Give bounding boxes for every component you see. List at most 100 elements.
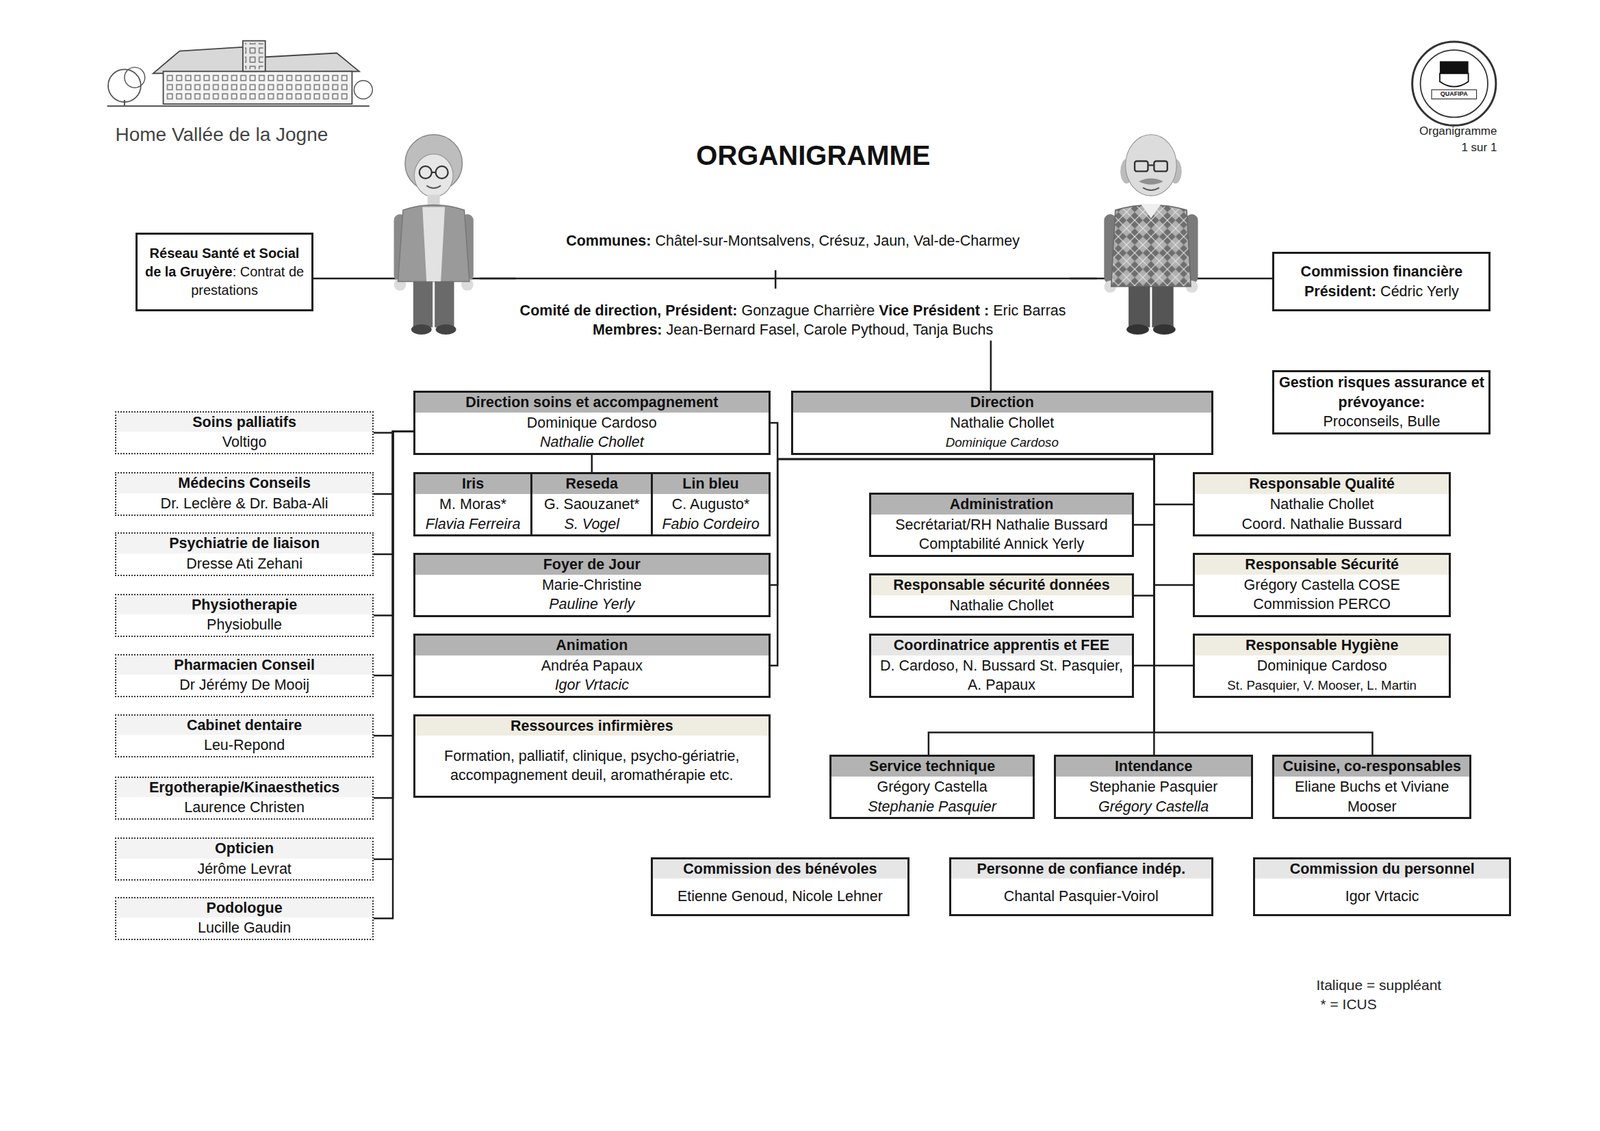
header-band: Médecins Conseils <box>116 473 372 494</box>
man-figure-part <box>1138 178 1164 185</box>
box-body: Marie-ChristinePauline Yerly <box>415 574 769 616</box>
home-logo-building <box>107 41 373 107</box>
box-heading: Podologue <box>206 899 283 917</box>
text-line: Stephanie Pasquier <box>1060 777 1247 798</box>
text-line: Igor Vrtacic <box>419 675 765 696</box>
commission-box: Commission du personnelIgor Vrtacic <box>1253 857 1512 917</box>
man-figure-part <box>1140 203 1162 219</box>
header-band: Ressources infirmières <box>415 716 769 737</box>
unit-box: ResedaG. Saouzanet*S. Vogel <box>530 472 653 537</box>
text-line: Coord. Nathalie Bussard <box>1198 514 1445 535</box>
box-text: Dominique Cardoso <box>526 414 657 432</box>
text-line: S. Vogel <box>536 514 647 535</box>
header-band: Responsable Sécurité <box>1194 555 1449 575</box>
text-line: Président:Cédric Yerly <box>1278 281 1485 302</box>
home-logo-building-part <box>165 73 351 102</box>
service-box: AdministrationSecrétariat/RH Nathalie Bu… <box>869 492 1134 558</box>
box-body: Réseau Santé et Social de la Gruyère: Co… <box>137 234 311 310</box>
box-text: C. Augusto* <box>672 496 751 513</box>
box-body: Leu-Repond <box>116 734 372 757</box>
service-box: Cuisine, co-responsablesEliane Buchs et … <box>1272 754 1472 820</box>
box-body: Chantal Pasquier-Voirol <box>951 878 1212 915</box>
box-text: Membres: <box>592 321 663 339</box>
box-text: Coord. Nathalie Bussard <box>1242 515 1403 533</box>
text-line: Commission financière <box>1278 262 1485 282</box>
box-heading: Cuisine, co-responsables <box>1283 758 1462 775</box>
header-band: Administration <box>871 494 1132 515</box>
box-heading: Iris <box>461 475 484 493</box>
box-text: Dr. Leclère & Dr. Baba-Ali <box>160 495 329 512</box>
box-heading: Opticien <box>214 840 274 857</box>
woman-figure-part <box>434 281 454 328</box>
text-line: Flavia Ferreira <box>419 514 527 535</box>
unit-box: Iris M. Moras*Flavia Ferreira <box>413 472 533 537</box>
box-text: Voltigo <box>222 433 267 451</box>
box-body: Dominique CardosoSt. Pasquier, V. Mooser… <box>1194 655 1449 696</box>
header-band: Commission du personnel <box>1255 859 1509 880</box>
text-line: Nathalie Chollet <box>875 596 1128 616</box>
box-heading: Direction <box>970 394 1035 411</box>
box-heading: Physiotherapie <box>191 596 298 614</box>
box-text: Pauline Yerly <box>548 596 635 613</box>
box-body: Nathalie CholletDominique Cardoso <box>793 412 1212 454</box>
box-text: Marie-Christine <box>542 576 642 594</box>
box-text: D. Cardoso, N. Bussard St. Pasquier, A. … <box>880 657 1124 694</box>
quality-seal-part <box>1439 73 1469 87</box>
service-box: IntendanceStephanie PasquierGrégory Cast… <box>1053 754 1254 820</box>
box-heading: Médecins Conseils <box>177 474 311 492</box>
woman-figure <box>394 134 474 335</box>
text-line: C. Augusto* <box>656 494 764 515</box>
text-line: Proconseils, Bulle <box>1278 411 1485 432</box>
man-figure-part <box>1126 324 1150 335</box>
text-line: Eliane Buchs et Viviane Mooser <box>1278 777 1466 817</box>
header-band: Cuisine, co-responsables <box>1274 756 1470 777</box>
box-text: Gonzague Charrière <box>741 302 875 319</box>
box-text: Grégory Castella <box>876 778 987 796</box>
box-text: Eliane Buchs et Viviane Mooser <box>1294 778 1450 816</box>
text-line: Fabio Cordeiro <box>656 514 764 535</box>
box-text: Cédric Yerly <box>1380 283 1460 300</box>
header-band: Podologue <box>116 898 372 919</box>
header-band: Direction soins et accompagnement <box>415 392 769 413</box>
box-text: Jérôme Levrat <box>197 860 291 878</box>
box-body: Jérôme Levrat <box>116 858 372 881</box>
box-heading: Commission des bénévoles <box>682 860 877 878</box>
box-text: Commission PERCO <box>1253 596 1391 613</box>
header-band: Animation <box>415 635 769 656</box>
text-line: Voltigo <box>120 432 368 453</box>
quality-seal-part <box>1431 89 1477 99</box>
connector-line <box>1153 455 1193 505</box>
box-text: Vice Président : <box>878 302 989 319</box>
text-line: St. Pasquier, V. Mooser, L. Martin <box>1198 675 1445 696</box>
connector-line <box>1133 455 1155 666</box>
box-body: G. Saouzanet* S. Vogel <box>532 494 651 535</box>
woman-figure-part <box>431 171 436 174</box>
box-text: G. Saouzanet* <box>544 496 640 513</box>
text-line: Marie-Christine <box>419 575 765 596</box>
header-band: Personne de confiance indép. <box>951 859 1212 880</box>
box-heading: Service technique <box>869 758 996 775</box>
box-body: Eliane Buchs et Viviane Mooser <box>1274 776 1470 818</box>
connector-line <box>770 455 1155 586</box>
header-band: Commission des bénévoles <box>652 859 907 880</box>
box-text: Grégory Castella <box>1098 798 1209 816</box>
box-body: Grégory Castella COSECommission PERCO <box>1194 574 1449 616</box>
box-body: Voltigo <box>116 431 372 454</box>
external-partner-box: Ergotherapie/KinaestheticsLaurence Chris… <box>114 776 373 820</box>
box-text: S. Vogel <box>564 515 620 533</box>
man-figure-part <box>1153 161 1167 172</box>
box-text: M. Moras* <box>439 496 507 513</box>
box-body: C. Augusto*Fabio Cordeiro <box>652 494 768 535</box>
box-body: Lucille Gaudin <box>116 917 372 939</box>
box-heading: Responsable Qualité <box>1248 475 1395 493</box>
text-line: Commission PERCO <box>1198 594 1445 615</box>
box-body: Communes:Châtel-sur-Montsalvens, Crésuz,… <box>515 230 1071 341</box>
connector-line <box>1133 455 1155 597</box>
quality-seal <box>1412 41 1496 126</box>
page-number: 1 sur 1 <box>1461 140 1497 155</box>
department-box: Direction soins et accompagnementDominiq… <box>413 390 771 456</box>
box-text: Comité de direction, Président: <box>520 302 738 319</box>
header-band: Cabinet dentaire <box>116 715 372 736</box>
quality-seal-part <box>1439 60 1469 74</box>
text-line: Lucille Gaudin <box>120 918 368 939</box>
